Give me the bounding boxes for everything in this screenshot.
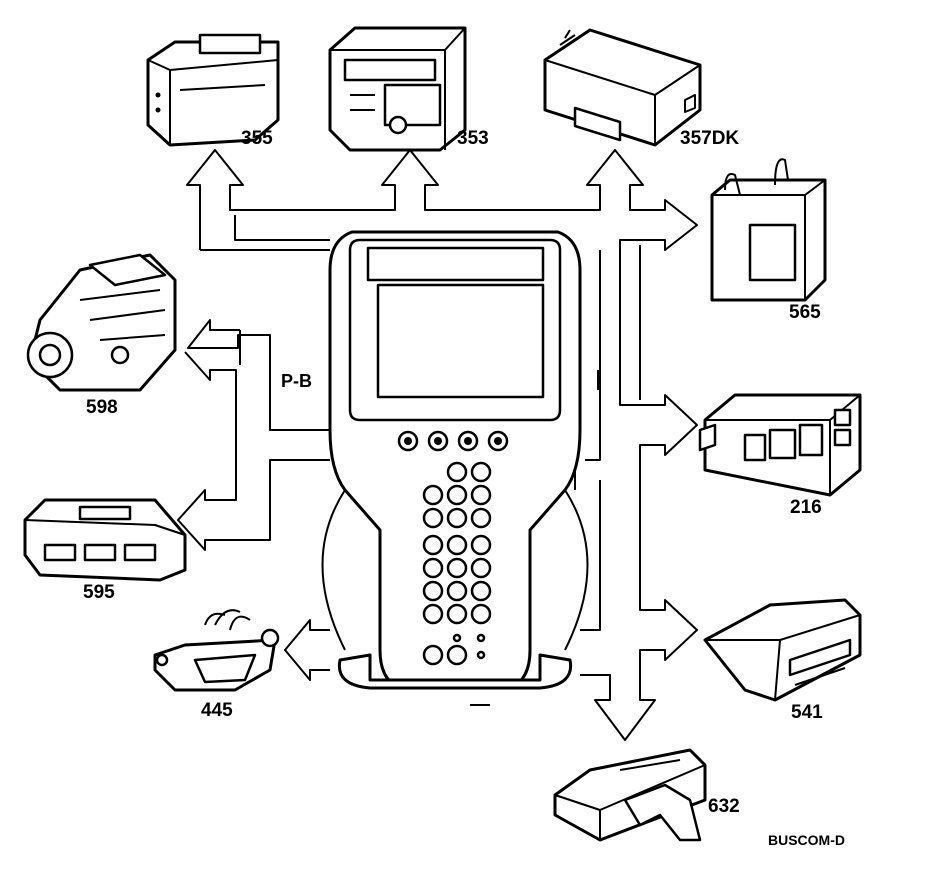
keypad [422, 461, 492, 666]
component-label-565: 565 [789, 302, 821, 323]
diagnostic-scan-tool-icon [321, 230, 589, 690]
injection-pump-icon [26, 253, 177, 392]
diagnostic-connector-icon [153, 609, 280, 692]
engine-control-module-icon [23, 498, 187, 582]
component-label-445: 445 [201, 700, 233, 721]
relay-box-icon [710, 158, 827, 302]
figure-code: BUSCOM-D [768, 832, 845, 848]
bracket-module-icon [553, 748, 707, 842]
component-label-595: 595 [83, 582, 115, 603]
component-label-216: 216 [790, 497, 822, 518]
control-module-icon [146, 33, 280, 147]
component-label-355: 355 [241, 128, 273, 149]
display-unit-icon [703, 598, 862, 702]
bus-label: P-B [281, 371, 312, 391]
climate-control-panel-icon [698, 393, 862, 497]
component-label-357DK: 357DK [680, 128, 739, 149]
component-label-632: 632 [708, 796, 740, 817]
bus-arrows [177, 149, 698, 741]
control-box-icon [543, 28, 702, 147]
radio-unit-icon [328, 26, 467, 152]
component-label-541: 541 [791, 702, 823, 723]
component-label-353: 353 [457, 128, 489, 149]
component-label-598: 598 [86, 397, 118, 418]
